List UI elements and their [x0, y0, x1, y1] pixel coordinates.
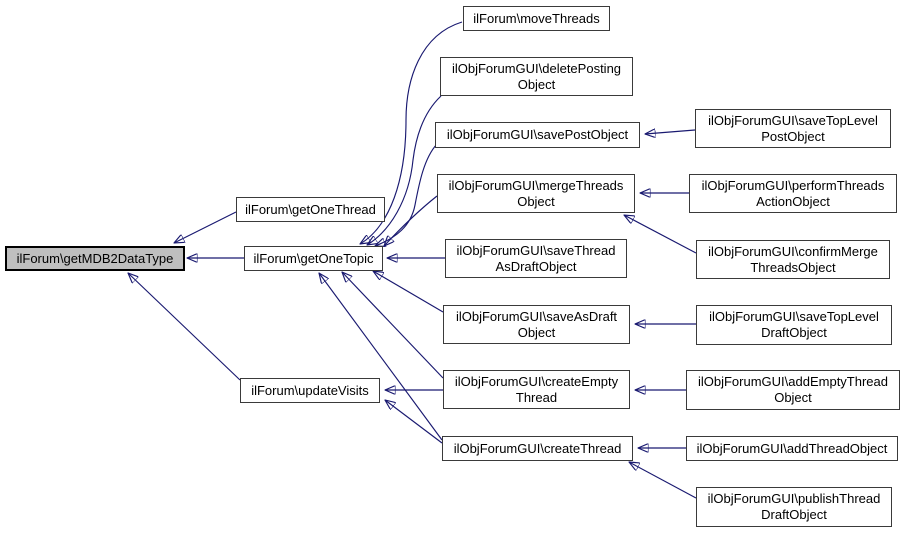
- node-mergethreadsobject[interactable]: ilObjForumGUI\mergeThreads Object: [437, 174, 635, 213]
- edge-createthread-to-updatevisits: [385, 400, 443, 444]
- node-ilforum-getonetopic[interactable]: ilForum\getOneTopic: [244, 246, 383, 271]
- edge-createthread-to-getonetopic: [319, 273, 443, 441]
- node-confirmmergethreadsobject[interactable]: ilObjForumGUI\confirmMerge ThreadsObject: [696, 240, 890, 279]
- node-ilforum-movethreads[interactable]: ilForum\moveThreads: [463, 6, 610, 31]
- node-savetopleveldraftobject[interactable]: ilObjForumGUI\saveTopLevel DraftObject: [696, 305, 892, 345]
- node-performthreadsactionobject[interactable]: ilObjForumGUI\performThreads ActionObjec…: [689, 174, 897, 213]
- edge-publishthreaddraftobject-to-createthread: [629, 462, 697, 499]
- edge-saveasdraftobject-to-getonetopic: [373, 271, 444, 313]
- node-savethreadasdraftobject[interactable]: ilObjForumGUI\saveThread AsDraftObject: [445, 239, 627, 278]
- node-addthreadobject[interactable]: ilObjForumGUI\addThreadObject: [686, 436, 898, 461]
- edge-createemptythread-to-getonetopic: [342, 272, 444, 379]
- node-ilforum-getonethread[interactable]: ilForum\getOneThread: [236, 197, 385, 222]
- edge-mergethreadsobject-to-getonetopic: [384, 195, 438, 246]
- node-savetoplevelpostobject[interactable]: ilObjForumGUI\saveTopLevel PostObject: [695, 109, 891, 148]
- node-publishthreaddraftobject[interactable]: ilObjForumGUI\publishThread DraftObject: [696, 487, 892, 527]
- node-deletepostingobject[interactable]: ilObjForumGUI\deletePosting Object: [440, 57, 633, 96]
- node-createthread[interactable]: ilObjForumGUI\createThread: [442, 436, 633, 461]
- edge-deletepostingobject-to-getonetopic: [367, 95, 442, 245]
- node-ilforum-updatevisits[interactable]: ilForum\updateVisits: [240, 378, 380, 403]
- edge-updatevisits-to-getmdb2datatype: [128, 273, 241, 381]
- node-addemptythreadobject[interactable]: ilObjForumGUI\addEmptyThread Object: [686, 370, 900, 410]
- node-createemptythread[interactable]: ilObjForumGUI\createEmpty Thread: [443, 370, 630, 409]
- node-saveasdraftobject[interactable]: ilObjForumGUI\saveAsDraft Object: [443, 305, 630, 344]
- edge-savetoplevelpostobject-to-savepostobject: [645, 130, 696, 134]
- node-ilforum-getmdb2datatype[interactable]: ilForum\getMDB2DataType: [5, 246, 185, 271]
- edge-confirmmergethreadsobject-to-mergethreadsobject: [624, 215, 697, 254]
- node-savepostobject[interactable]: ilObjForumGUI\savePostObject: [435, 122, 640, 148]
- edge-getonethread-to-getmdb2datatype: [174, 211, 237, 243]
